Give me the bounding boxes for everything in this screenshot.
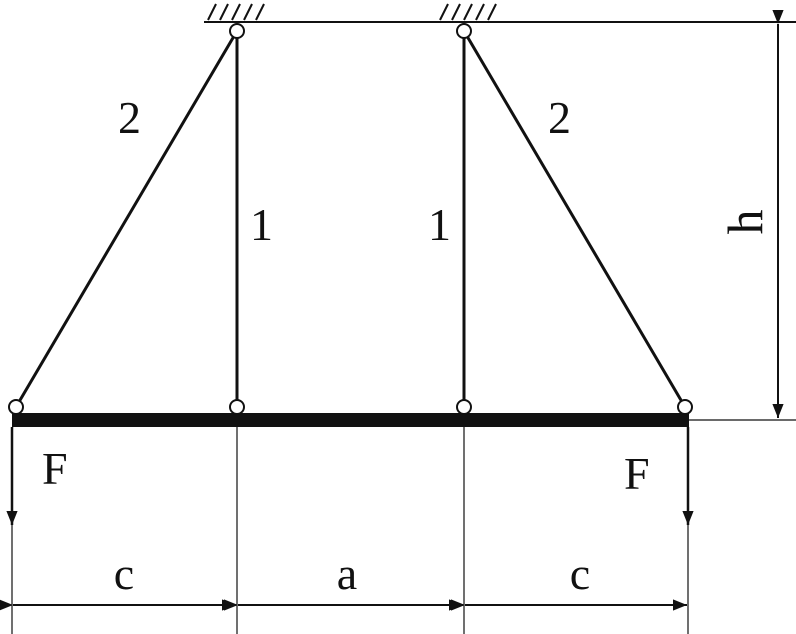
hinge-beam-left-end [8,399,24,415]
force-arrows [6,427,694,525]
force-label-left: F [42,443,68,494]
rods [14,30,687,408]
rod-label-2-left: 2 [118,92,141,143]
rod-label-1-left: 1 [250,199,273,250]
rod-label-2-right: 2 [548,92,571,143]
height-label: h [717,210,773,235]
rod-label-1-right: 1 [428,199,451,250]
force-label-right: F [624,448,650,499]
hinge-beam-right-inner [456,399,472,415]
rod-2-right [462,30,687,408]
hinge-beam-left-inner [229,399,245,415]
rigid-beam [12,413,689,427]
hinges [8,23,693,415]
dimension-label-a: a [337,548,357,599]
ceiling-hatch-left [207,3,265,21]
ceiling-support [204,3,796,23]
hinge-beam-right-end [677,399,693,415]
hinge-top-left [229,23,245,39]
rod-2-left [14,30,239,408]
extension-lines [11,419,796,634]
hinge-top-right [456,23,472,39]
dimension-label-c-right: c [570,548,590,599]
dimension-label-c-left: c [114,548,134,599]
ceiling-hatch-right [439,3,497,21]
